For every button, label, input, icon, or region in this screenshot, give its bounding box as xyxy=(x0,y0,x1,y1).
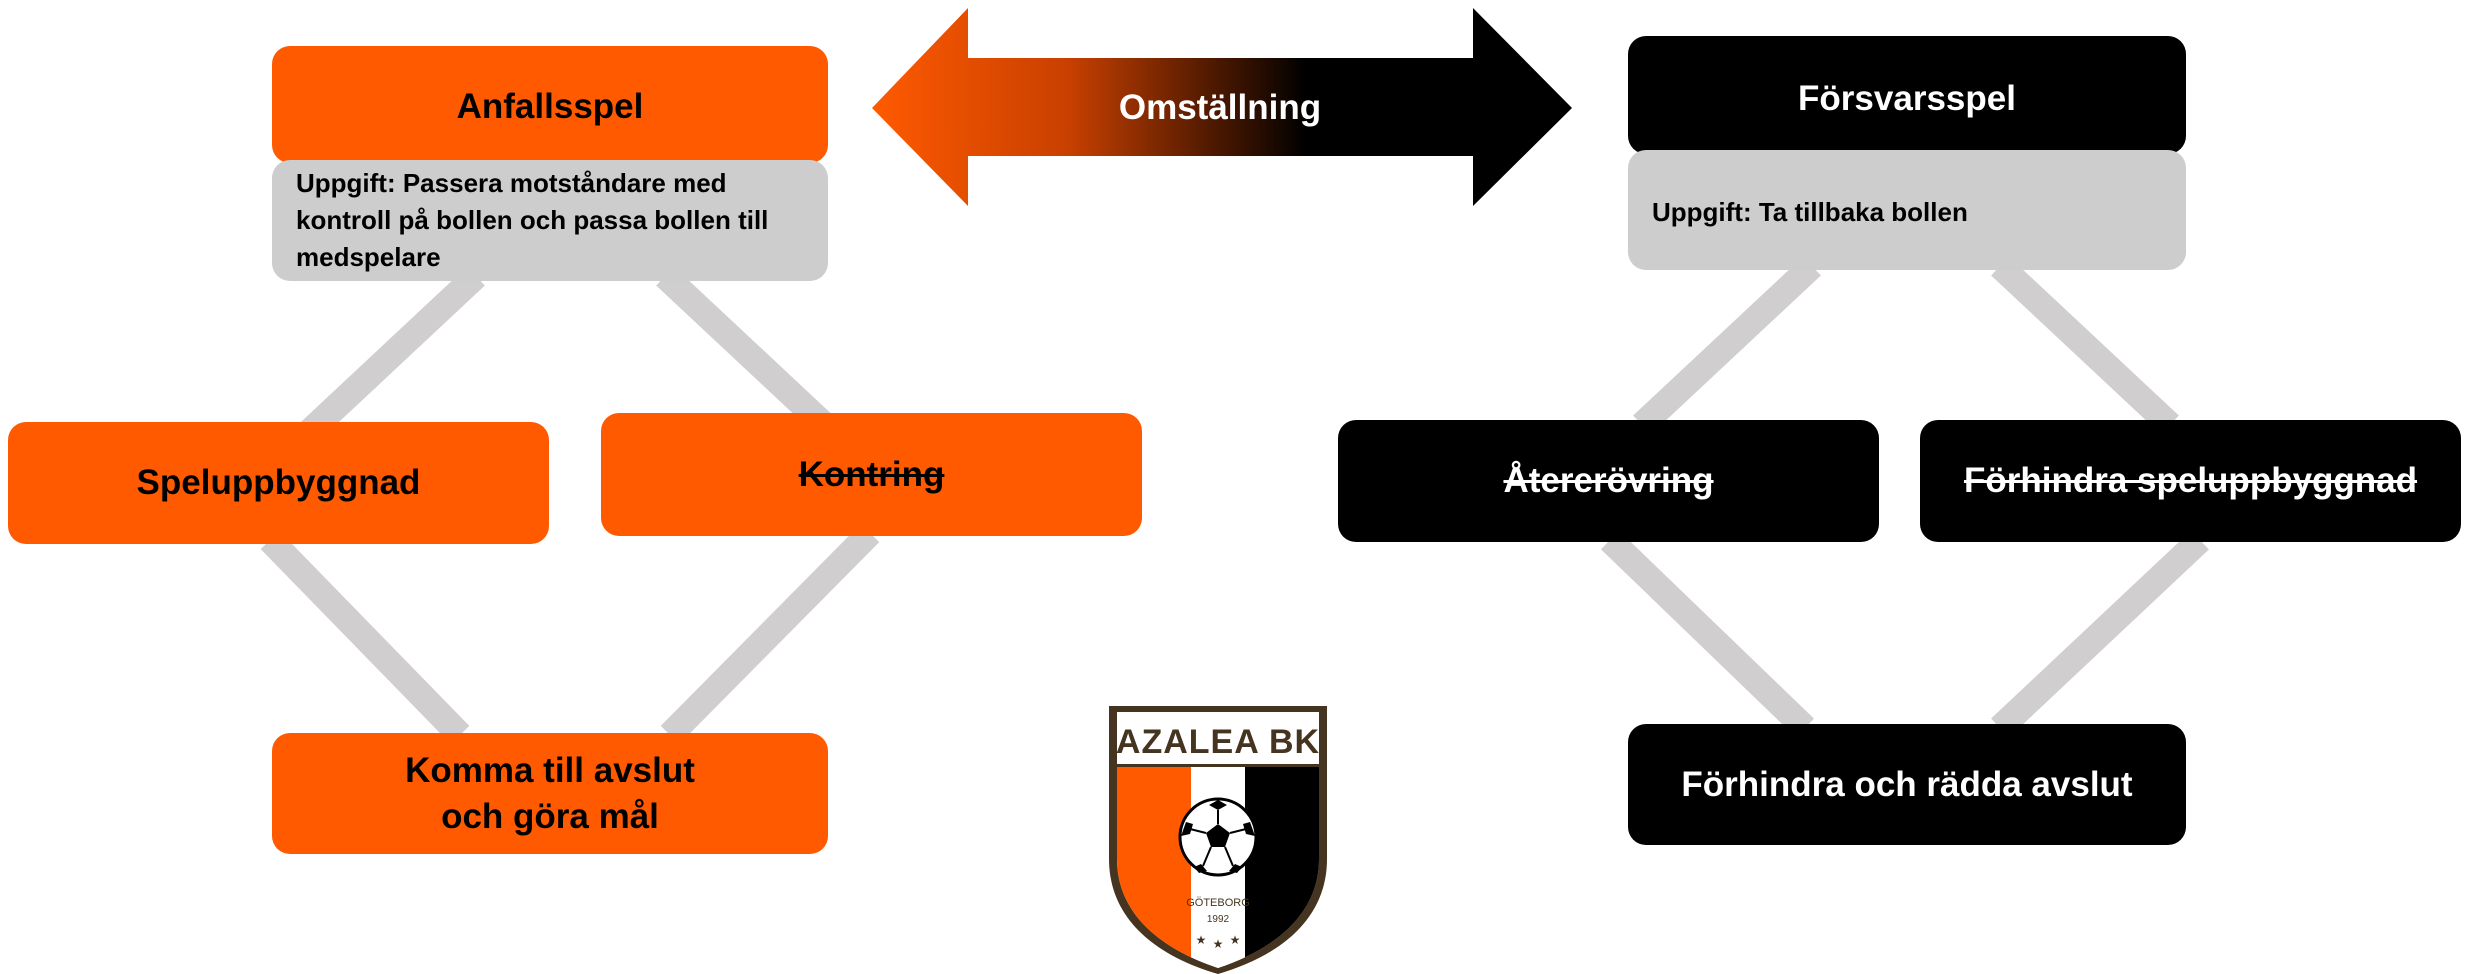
star-icon: ★ xyxy=(1196,933,1207,947)
defense-bottom-label: Förhindra och rädda avslut xyxy=(1681,764,2133,804)
crest-stars: ★ ★ ★ xyxy=(1196,933,1241,951)
attack-right-label: Kontring xyxy=(798,454,945,494)
defense-left-label: Återerövring xyxy=(1503,461,1714,501)
attack-task-box: Uppgift: Passera motståndare med kontrol… xyxy=(272,160,828,281)
connector-attack-top-right xyxy=(656,266,844,445)
attack-bottom-line2: och göra mål xyxy=(441,796,659,836)
star-icon: ★ xyxy=(1213,937,1224,951)
crest-name: AZALEA BK xyxy=(1116,723,1320,761)
connector-defense-top-left xyxy=(1633,256,1821,435)
defense-task-text: Uppgift: Ta tillbaka bollen xyxy=(1652,196,1968,227)
club-crest-icon: AZALEA BK GÖTEBORG 1992 ★ ★ ★ xyxy=(1109,706,1327,974)
crest-city: GÖTEBORG xyxy=(1186,897,1250,909)
crest-year: 1992 xyxy=(1207,914,1230,925)
connector-defense-top-right xyxy=(1991,256,2179,435)
attack-right-box: Kontring xyxy=(601,413,1142,536)
attack-left-label: Speluppbyggnad xyxy=(136,463,421,503)
attack-title: Anfallsspel xyxy=(456,87,644,126)
connector-attack-bottom-right xyxy=(660,523,880,745)
defense-right-box: Förhindra speluppbyggnad xyxy=(1920,420,2461,542)
attack-task-text: Uppgift: Passera motståndare med kontrol… xyxy=(296,168,769,272)
defense-right-label: Förhindra speluppbyggnad xyxy=(1963,461,2418,501)
transition-label: Omställning xyxy=(1118,88,1322,127)
star-icon: ★ xyxy=(1230,933,1241,947)
connector-defense-bottom-left xyxy=(1600,530,1815,738)
attack-bottom-box: Komma till avslut och göra mål xyxy=(272,733,828,854)
defense-title-box: Försvarsspel xyxy=(1628,36,2186,154)
connector-attack-top-left xyxy=(297,266,485,445)
football-icon xyxy=(1178,797,1258,877)
defense-bottom-box: Förhindra och rädda avslut xyxy=(1628,724,2186,845)
defense-left-box: Återerövring xyxy=(1338,420,1879,542)
connector-attack-bottom-left xyxy=(260,530,470,745)
attack-bottom-line1: Komma till avslut xyxy=(405,751,695,790)
attack-left-box: Speluppbyggnad xyxy=(8,422,549,544)
connector-defense-bottom-right xyxy=(1991,530,2209,738)
attack-title-box: Anfallsspel xyxy=(272,46,828,163)
defense-title: Försvarsspel xyxy=(1798,79,2016,118)
defense-task-box: Uppgift: Ta tillbaka bollen xyxy=(1628,150,2186,270)
